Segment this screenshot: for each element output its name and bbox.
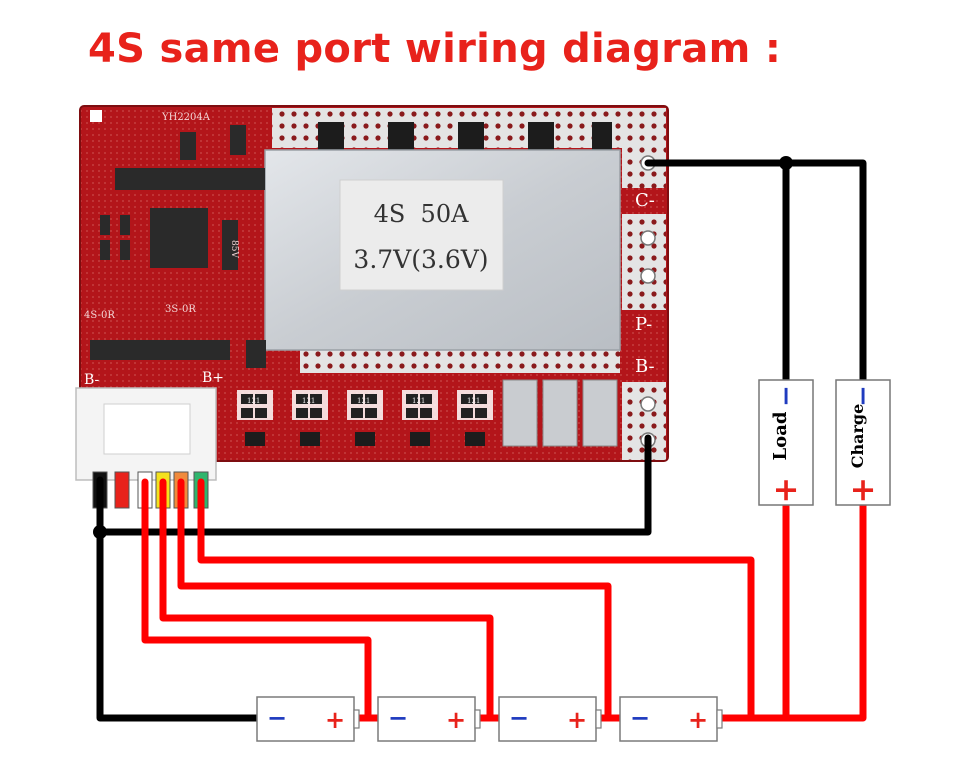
resistor-code: 121 bbox=[357, 397, 370, 405]
cell-minus-terminal: − bbox=[630, 703, 650, 732]
load-plus: + bbox=[773, 470, 800, 508]
cell-minus-terminal: − bbox=[267, 703, 287, 732]
wire-battery-negative bbox=[96, 476, 261, 722]
wire-junctions bbox=[93, 156, 793, 539]
pad-b-label: B- bbox=[635, 356, 655, 377]
b-minus-label: B- bbox=[84, 372, 100, 388]
battery-cells: −+−+−+−+ bbox=[256, 696, 723, 742]
wire-balance-1 bbox=[141, 478, 372, 722]
black-wires bbox=[96, 159, 867, 722]
pad-p-label: P- bbox=[635, 314, 652, 335]
resistor bbox=[255, 408, 267, 418]
resistor bbox=[310, 408, 322, 418]
resistor-code: 121 bbox=[302, 397, 315, 405]
b-plus-label: B+ bbox=[202, 370, 224, 386]
charge-label: Charge bbox=[848, 404, 867, 469]
cell-plus-terminal: + bbox=[567, 705, 587, 734]
pad-c-minus bbox=[622, 108, 666, 188]
connector-wire-2 bbox=[114, 471, 130, 509]
resistor bbox=[351, 408, 363, 418]
resistor bbox=[296, 394, 308, 404]
load-label: Load bbox=[770, 411, 791, 460]
resistor-code: 121 bbox=[467, 397, 480, 405]
heatsink-rating: 4S 50A bbox=[374, 200, 470, 228]
transistor bbox=[410, 432, 430, 446]
load-terminal: − Load + bbox=[758, 379, 814, 508]
bms-board: C- P- B- 4S 50A 3.7V(3.6V) YH2204A bbox=[75, 105, 669, 509]
resistor bbox=[420, 408, 432, 418]
wire-positive-bus bbox=[712, 501, 867, 722]
cell-plus-terminal: + bbox=[325, 705, 345, 734]
transistor bbox=[465, 432, 485, 446]
resistor bbox=[406, 408, 418, 418]
resistor bbox=[475, 394, 487, 404]
battery-cell-2: −+ bbox=[377, 696, 481, 742]
load-minus: − bbox=[771, 385, 801, 407]
resistor bbox=[461, 408, 473, 418]
resistor bbox=[241, 394, 253, 404]
silk-3s: 3S-0R bbox=[165, 304, 196, 315]
battery-cell-3: −+ bbox=[498, 696, 602, 742]
cell-minus-terminal: − bbox=[509, 703, 529, 732]
charge-plus: + bbox=[850, 470, 877, 508]
pad-c-label: C- bbox=[635, 190, 655, 211]
charge-minus: − bbox=[848, 385, 878, 407]
board-model: YH2204A bbox=[161, 112, 211, 123]
wire-balance-4 bbox=[197, 478, 755, 722]
heatsink-voltage: 3.7V(3.6V) bbox=[353, 245, 488, 274]
wire-c-minus bbox=[644, 159, 867, 385]
cell-plus-terminal: + bbox=[446, 705, 466, 734]
battery-cell-1: −+ bbox=[256, 696, 360, 742]
wire-b-minus bbox=[96, 434, 652, 536]
resistor bbox=[241, 408, 253, 418]
pad-b-minus bbox=[622, 382, 666, 460]
balance-resistors: 121 121 121 121 121 bbox=[237, 390, 493, 446]
resistor bbox=[461, 394, 473, 404]
resistor bbox=[351, 394, 363, 404]
battery-cell-4: −+ bbox=[619, 696, 723, 742]
resistor bbox=[406, 394, 418, 404]
smd-components bbox=[90, 125, 266, 368]
resistor bbox=[296, 408, 308, 418]
resistor bbox=[420, 394, 432, 404]
wire-balance-3 bbox=[177, 478, 612, 722]
red-wires bbox=[141, 478, 867, 722]
resistor bbox=[255, 394, 267, 404]
silk-4s: 4S-0R bbox=[84, 310, 115, 321]
silk-85v: 85V bbox=[229, 240, 239, 258]
resistor bbox=[310, 394, 322, 404]
resistor-code: 121 bbox=[412, 397, 425, 405]
resistor-code: 121 bbox=[247, 397, 260, 405]
transistor bbox=[300, 432, 320, 446]
resistor bbox=[475, 408, 487, 418]
cell-plus-terminal: + bbox=[688, 705, 708, 734]
resistor bbox=[365, 394, 377, 404]
transistor bbox=[355, 432, 375, 446]
cell-minus-terminal: − bbox=[388, 703, 408, 732]
charge-terminal: − Charge + bbox=[835, 379, 891, 508]
heatsink-label bbox=[339, 179, 504, 291]
wire-balance-2 bbox=[159, 478, 494, 722]
pad-p-minus bbox=[622, 214, 666, 310]
resistor bbox=[365, 408, 377, 418]
power-resistors bbox=[502, 379, 618, 447]
diagram-title: 4S same port wiring diagram : bbox=[88, 26, 782, 72]
transistor bbox=[245, 432, 265, 446]
